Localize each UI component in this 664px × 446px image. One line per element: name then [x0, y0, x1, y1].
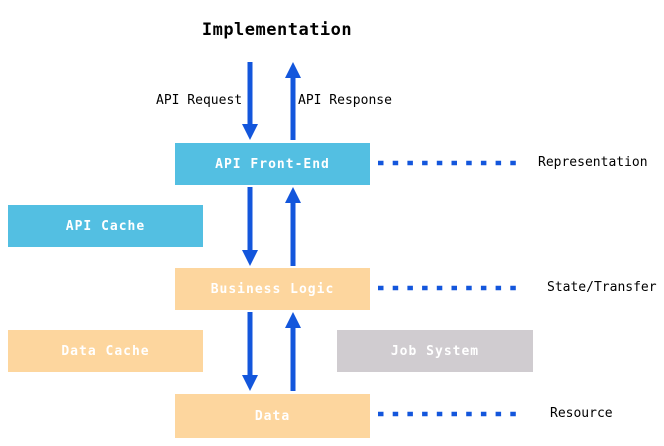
- layer-label-state-transfer: State/Transfer: [547, 280, 657, 295]
- down-arrow-frontend-to-business: [242, 187, 258, 266]
- box-api-cache-label: API Cache: [65, 218, 146, 234]
- layer-label-resource: Resource: [550, 406, 613, 421]
- box-api-front-end-label: API Front-End: [215, 156, 330, 172]
- box-api-cache: API Cache: [8, 205, 203, 247]
- box-data-cache-label: Data Cache: [61, 343, 150, 359]
- box-api-front-end: API Front-End: [175, 143, 370, 185]
- box-business-logic-label: Business Logic: [210, 281, 335, 297]
- box-data: Data: [175, 394, 370, 438]
- up-arrow-data-to-business: [285, 312, 301, 391]
- box-data-label: Data: [254, 408, 291, 424]
- layer-label-representation: Representation: [538, 155, 648, 170]
- box-job-system: Job System: [337, 330, 533, 372]
- down-arrow-business-to-data: [242, 312, 258, 391]
- box-data-cache: Data Cache: [8, 330, 203, 372]
- box-business-logic: Business Logic: [175, 268, 370, 310]
- box-job-system-label: Job System: [390, 343, 480, 359]
- api-request-label: API Request: [156, 93, 243, 108]
- up-arrow-business-to-frontend: [285, 187, 301, 266]
- down-arrow-implementation-to-frontend: [242, 62, 258, 140]
- diagram-title: Implementation: [201, 20, 353, 40]
- api-response-label: API Response: [298, 93, 392, 108]
